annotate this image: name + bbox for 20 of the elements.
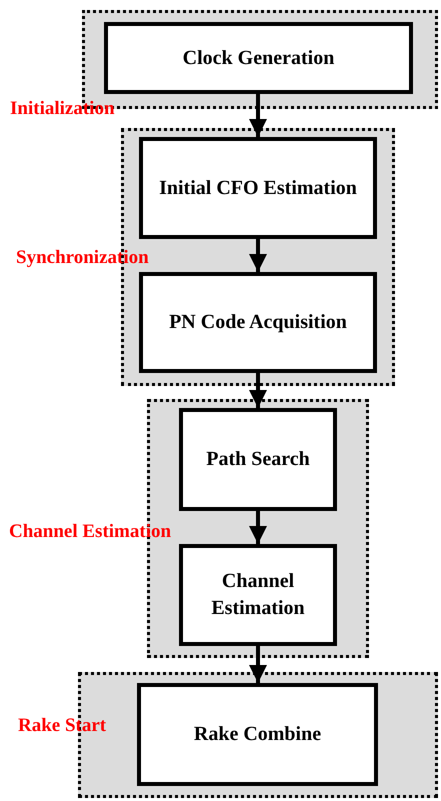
arrow	[249, 239, 267, 272]
process-text: Initial CFO Estimation	[158, 176, 358, 200]
stage-label: Synchronization	[16, 248, 149, 267]
stage-label: Rake Start	[18, 716, 106, 735]
arrow	[249, 373, 267, 408]
process-text: Channel Estimation	[210, 569, 306, 621]
process-box	[104, 22, 413, 94]
arrow	[249, 94, 267, 137]
process-text: PN Code Acquisition	[168, 310, 348, 335]
process-box	[137, 683, 378, 786]
stage-label: Channel Estimation	[9, 522, 172, 541]
process-box	[139, 272, 377, 373]
process-box	[139, 137, 377, 239]
process-text: Clock Generation	[182, 46, 336, 70]
stage-label: Initialization	[10, 99, 115, 118]
arrow	[249, 511, 267, 544]
process-text: Rake Combine	[192, 722, 322, 747]
process-text: Path Search	[205, 447, 311, 472]
process-box	[179, 544, 337, 646]
process-box	[179, 408, 337, 511]
